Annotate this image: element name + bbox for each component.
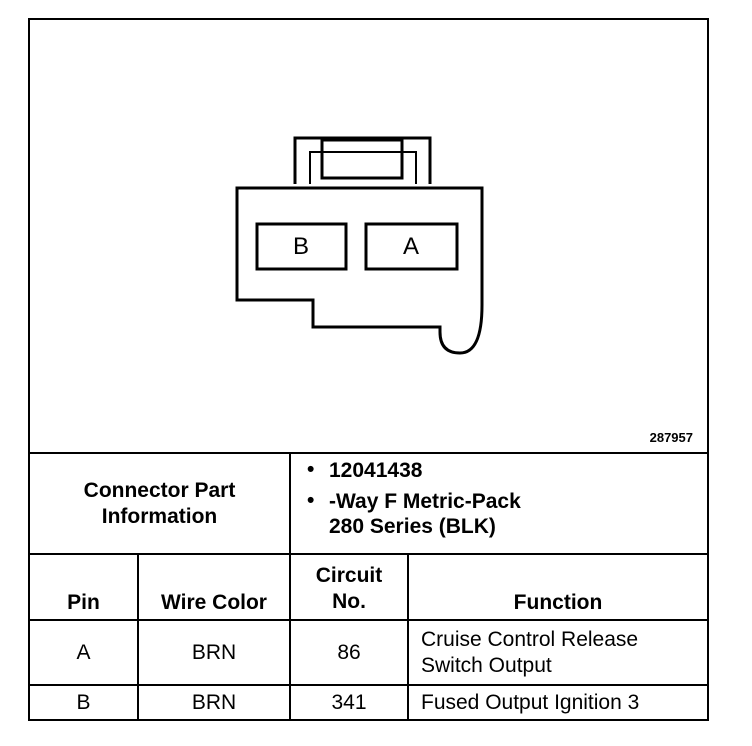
bullet-icon: • xyxy=(307,458,315,481)
header-function: Function xyxy=(407,553,707,621)
row-pin: A xyxy=(30,619,139,686)
connector-part-label-2: Information xyxy=(101,504,218,528)
header-wire-color: Wire Color xyxy=(137,553,291,621)
connector-end-view-figure: B A 287957 Connector Part Information • … xyxy=(28,18,709,721)
header-pin: Pin xyxy=(30,553,139,621)
row-circuit: 341 xyxy=(289,684,409,720)
pin-cavity-b xyxy=(255,222,348,271)
figure-id: 287957 xyxy=(649,430,693,445)
connector-description: -Way F Metric-Pack xyxy=(329,490,521,513)
connector-diagram: B A xyxy=(235,136,484,355)
row-circuit: 86 xyxy=(289,619,409,686)
row-function-line1: Fused Output Ignition 3 xyxy=(421,691,640,714)
connector-lock-tab xyxy=(293,136,432,184)
row-function-line2: Switch Output xyxy=(421,653,552,677)
table-header-row: Pin Wire Color Circuit No. Function xyxy=(30,553,707,621)
row-wire-color: BRN xyxy=(137,684,291,720)
part-number: 12041438 xyxy=(329,459,423,482)
table-row: A BRN 86 Cruise Control Release Switch O… xyxy=(30,619,707,686)
row-function: Fused Output Ignition 3 xyxy=(407,684,707,720)
connector-pin-table: Connector Part Information • 12041438 • … xyxy=(30,452,707,720)
row-function: Cruise Control Release Switch Output xyxy=(407,619,707,686)
table-row: B BRN 341 Fused Output Ignition 3 xyxy=(30,684,707,720)
row-wire-color: BRN xyxy=(137,619,291,686)
pin-cavity-a xyxy=(364,222,459,271)
connector-part-info-cell: • 12041438 • -Way F Metric-Pack 280 Seri… xyxy=(289,452,707,555)
pin-label-a: A xyxy=(403,233,419,260)
bullet-icon: • xyxy=(307,489,315,512)
header-circuit-line1: Circuit xyxy=(315,564,383,587)
header-circuit-line2: No. xyxy=(332,590,366,613)
connector-part-info-row: Connector Part Information • 12041438 • … xyxy=(30,452,707,555)
connector-body xyxy=(235,186,484,355)
connector-description-2: 280 Series (BLK) xyxy=(329,515,496,538)
connector-part-label: Connector Part xyxy=(83,478,236,502)
pin-label-b: B xyxy=(293,233,309,260)
connector-part-label-cell: Connector Part Information xyxy=(30,452,291,555)
row-pin: B xyxy=(30,684,139,720)
header-circuit: Circuit No. xyxy=(289,553,409,621)
row-function-line1: Cruise Control Release xyxy=(421,627,639,651)
